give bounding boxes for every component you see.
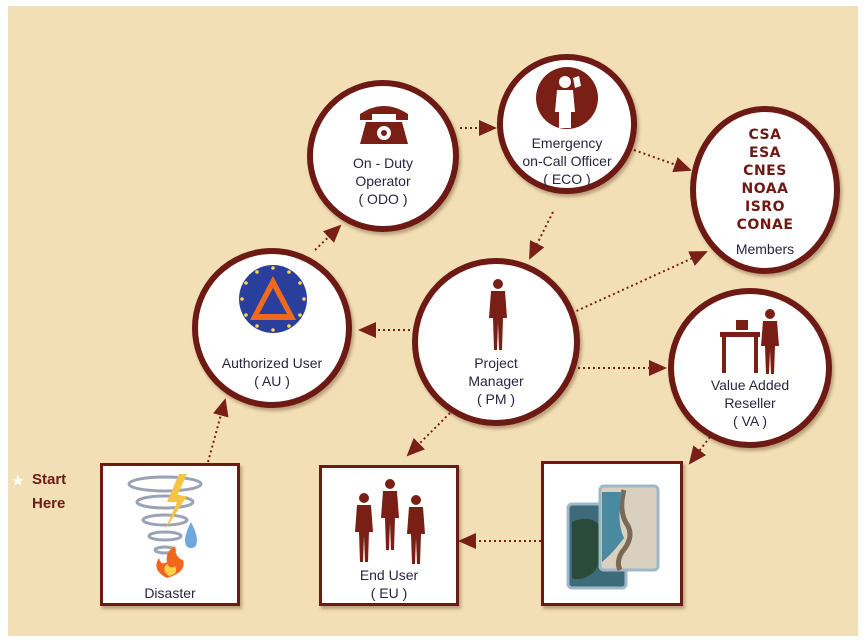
reseller-at-desk-icon — [720, 309, 779, 374]
node-eco: Emergency on-Call Officer ( ECO ) — [497, 54, 637, 194]
telephone-icon — [360, 106, 408, 144]
arrow-eco-to-pm — [529, 211, 554, 260]
agency-isro: ISRO — [745, 199, 785, 215]
au-label-line2: ( AU ) — [254, 373, 290, 389]
agency-conae: CONAE — [736, 217, 794, 233]
node-pm: Project Manager ( PM ) — [412, 258, 580, 426]
start-label-line2: Here — [32, 495, 66, 512]
manager-silhouette-icon — [489, 279, 507, 350]
members-label: Members — [735, 241, 795, 257]
arrow-pm-to-members — [571, 251, 708, 314]
va-label-line3: ( VA ) — [733, 413, 767, 429]
arrow-eco-to-members — [633, 149, 692, 173]
agency-esa: ESA — [749, 145, 781, 161]
node-va: Value Added Reseller ( VA ) — [668, 288, 832, 448]
agency-noaa: NOAA — [741, 181, 789, 197]
arrow-disaster-to-au — [207, 398, 229, 463]
odo-label-line3: ( ODO ) — [358, 191, 408, 207]
eco-label-line2: on-Call Officer — [522, 153, 612, 169]
member-agencies-list: CSA ESA CNES NOAA ISRO CONAE — [696, 126, 834, 234]
box-disaster: Disaster — [100, 463, 240, 606]
odo-label-line1: On - Duty — [353, 155, 413, 171]
start-label-line1: Start — [32, 471, 67, 488]
box-eu: End User ( EU ) — [319, 465, 459, 606]
civil-protection-logo-icon — [239, 265, 307, 333]
arrow-au-to-odo — [314, 224, 342, 251]
pm-label-line3: ( PM ) — [476, 391, 516, 407]
au-label-line1: Authorized User — [221, 355, 323, 371]
officer-on-phone-icon — [536, 67, 598, 129]
agency-csa: CSA — [748, 127, 782, 143]
eco-label-line1: Emergency — [531, 135, 603, 151]
satellite-imagery-icon — [566, 484, 660, 590]
start-star-icon: ★ — [12, 473, 24, 488]
box-imagery — [541, 461, 683, 606]
disaster-tornado-icon — [127, 474, 203, 578]
agency-cnes: CNES — [743, 163, 787, 179]
eco-label-line3: ( ECO ) — [543, 171, 591, 187]
node-members: CSA ESA CNES NOAA ISRO CONAE Members — [690, 106, 840, 274]
end-users-group-icon — [355, 479, 425, 564]
arrow-pm-to-eu — [406, 412, 451, 457]
va-label-line1: Value Added — [710, 377, 790, 393]
disaster-label: Disaster — [144, 585, 196, 601]
odo-label-line2: Operator — [355, 173, 411, 189]
eu-label-line1: End User — [359, 567, 419, 583]
pm-label-line2: Manager — [468, 373, 524, 389]
arrow-va-to-imagery — [688, 432, 714, 465]
pm-label-line1: Project — [474, 355, 518, 371]
node-au: Authorized User ( AU ) — [192, 248, 352, 408]
va-label-line2: Reseller — [724, 395, 776, 411]
eu-label-line2: ( EU ) — [370, 585, 408, 601]
node-odo: On - Duty Operator ( ODO ) — [307, 80, 459, 232]
